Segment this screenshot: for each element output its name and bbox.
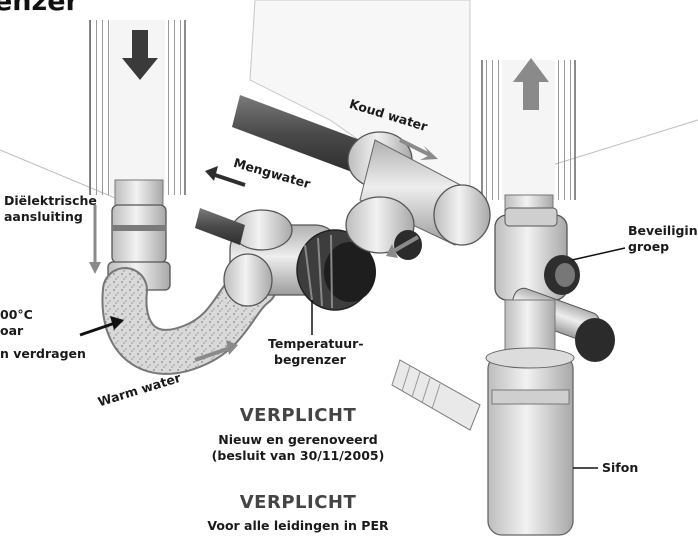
down-arrow-large (122, 30, 158, 80)
note-1-line2: (besluit van 30/11/2005) (211, 448, 385, 463)
up-arrow-large (513, 58, 549, 110)
label-left-line2: oar (0, 323, 24, 338)
sifon (391, 299, 575, 536)
label-dielektrische-line1: Diëlektrische (4, 193, 97, 208)
dielectric-fitting (111, 204, 167, 264)
note-2: Voor alle leidingen in PER (207, 518, 389, 533)
label-temperatuur-line2: begrenzer (274, 352, 346, 367)
verplicht-heading-1: VERPLICHT (239, 405, 357, 426)
label-beveiligings-line2: groep (628, 239, 670, 254)
verplicht-heading-2: VERPLICHT (239, 492, 357, 513)
label-beveiligings-line1: Beveiligings- (628, 223, 698, 238)
label-left-line1: 00°C (0, 307, 33, 322)
right-wall-duct (481, 60, 576, 200)
note-1-line1: Nieuw en gerenoveerd (218, 432, 378, 447)
label-temperatuur-line1: Temperatuur- (268, 336, 364, 351)
arrow-warm-water (194, 346, 231, 362)
temperature-limiter-valve (223, 209, 376, 311)
page-title: enzer (0, 0, 79, 17)
arrow-cold-to-valve (391, 235, 419, 254)
arrow-koud-water (399, 138, 431, 157)
arrow-pointer-hose (79, 320, 119, 337)
mengwater-pipe (195, 208, 245, 245)
label-dielektrische-line2: aansluiting (4, 209, 83, 224)
label-left-line3: n verdragen (0, 346, 86, 361)
label-sifon: Sifon (602, 460, 639, 475)
leader-beveiligings (571, 247, 626, 261)
cold-water-connector (345, 131, 491, 260)
arrow-mengwater (211, 172, 246, 187)
cold-water-pipe (232, 95, 360, 172)
